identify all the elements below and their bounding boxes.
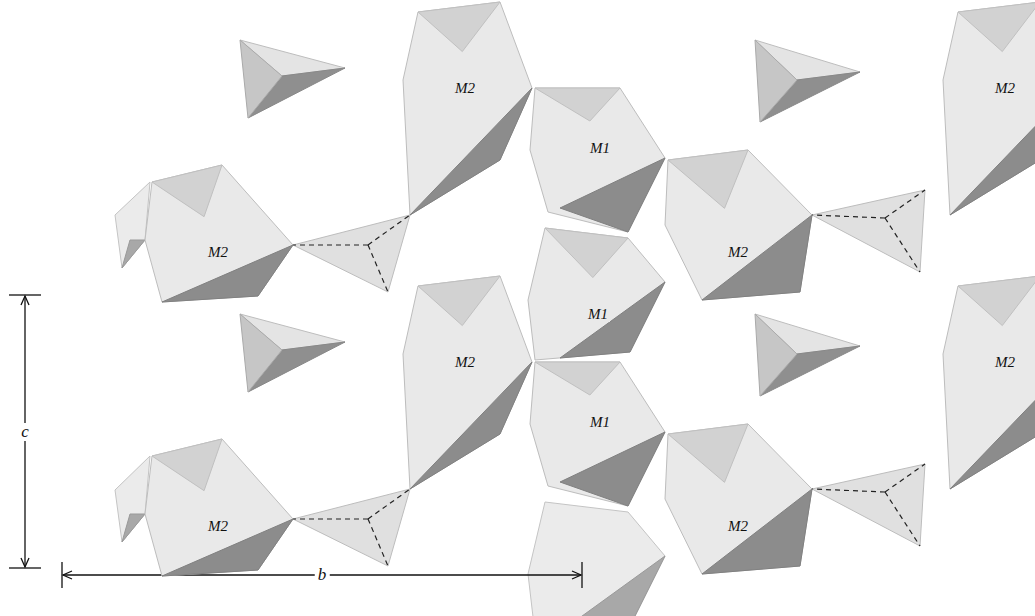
tetrahedron [812,464,925,546]
octahedron-site: M2 [665,150,812,300]
tetrahedron [755,40,860,122]
site-label: M1 [586,306,610,322]
octahedron-site: M2 [665,424,812,574]
site-label: M2 [453,354,477,370]
octahedron-shape [665,150,812,300]
site-label: M2 [993,354,1017,370]
tetrahedron [240,40,345,118]
octahedron-site: M1 [528,228,665,360]
site-label: M1 [588,414,612,430]
octahedron-site: M2 [403,276,532,489]
tetrahedron [812,190,925,272]
octahedron-site: M1 [530,362,665,506]
octahedron-shape [530,88,665,232]
octahedron [115,182,150,268]
tetrahedron [240,314,345,392]
site-label: M2 [993,80,1017,96]
octahedron-site: M2 [145,439,293,576]
site-label: M1 [588,140,612,156]
octahedron [528,502,665,616]
site-label: M2 [726,244,750,260]
octahedron-site: M2 [403,2,532,215]
site-label: M2 [453,80,477,96]
tetrahedron [293,489,410,566]
octahedron-shape [665,424,812,574]
octahedron-site: M2 [943,276,1035,489]
octahedron-site: M2 [943,2,1035,215]
octahedron-shape [403,276,532,489]
octahedron-shape [145,165,293,302]
octahedron-site: M2 [145,165,293,302]
octahedron-site: M1 [530,88,665,232]
octahedron-shape [943,276,1035,489]
octahedron-shape [528,228,665,360]
tetrahedron [755,314,860,396]
tetrahedron [293,215,410,292]
site-label: M2 [206,518,230,534]
site-label: M2 [726,518,750,534]
site-label: M2 [206,244,230,260]
axis-label: c [18,423,32,441]
octahedron [115,456,150,542]
axis-label: b [315,566,330,584]
octahedron-shape [145,439,293,576]
octahedron-shape [403,2,532,215]
octahedron-shape [530,362,665,506]
octahedron-shape [943,2,1035,215]
